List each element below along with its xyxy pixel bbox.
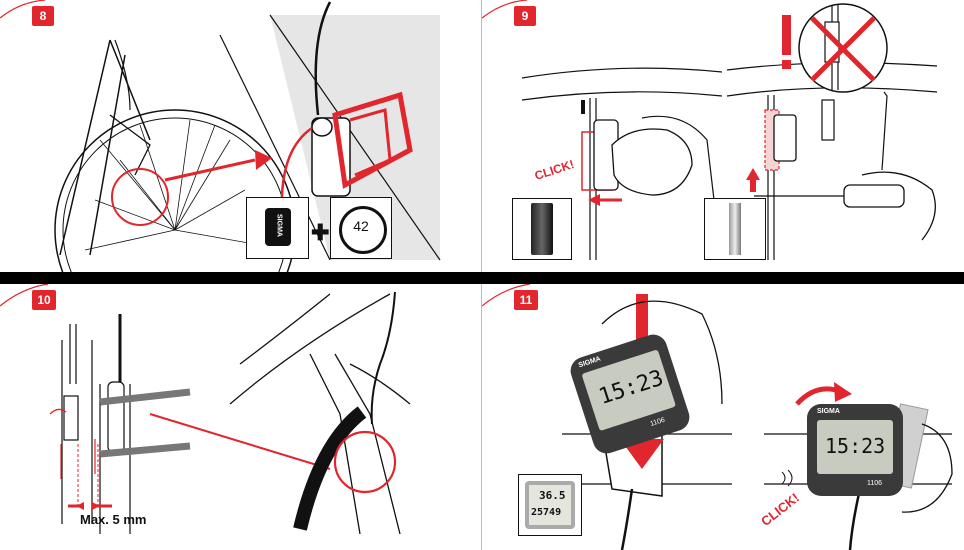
panel-divider-bottom: [481, 284, 482, 550]
magnet-image-box: 42: [330, 197, 392, 259]
sensor-logo: SIGMA: [275, 214, 283, 237]
step-number-badge: 9: [514, 6, 536, 26]
step-9-illustration: [482, 0, 938, 260]
step-8-illustration: [0, 0, 441, 272]
model-label: 1106: [649, 416, 666, 429]
display-time: 15:23: [825, 434, 886, 458]
round-spoke-icon: [531, 203, 553, 255]
sensor-image-box: SIGMA: [246, 197, 309, 259]
step-number-badge: 10: [32, 290, 56, 310]
inset-distance: 25749: [531, 507, 562, 518]
computer-brand-label: SIGMA: [817, 408, 840, 415]
sensor-icon: [265, 208, 291, 246]
step-10-illustration: [0, 284, 411, 535]
horizontal-divider: [0, 272, 964, 284]
display-time: 15:23: [595, 365, 667, 410]
spoke-round-image-box: [512, 198, 572, 260]
step-10-panel: 10 Max. 5 mm: [0, 284, 482, 550]
computer-screen: 15:23: [817, 420, 893, 474]
flat-spoke-icon: [729, 203, 741, 255]
magnet-size-label: 42: [353, 218, 369, 234]
spoke-thin-image-box: [704, 198, 766, 260]
step-8-panel: 8 SIGMA ✚ 42: [0, 0, 482, 272]
model-label: 1106: [867, 480, 883, 487]
inset-computer: 36.5 25749: [525, 481, 575, 529]
step-number-badge: 11: [514, 290, 538, 310]
inset-screen: 36.5 25749: [529, 485, 571, 525]
step-9-panel: 9 CLICK!: [482, 0, 964, 272]
step-number-badge: 8: [32, 6, 54, 26]
plus-icon: ✚: [311, 220, 330, 245]
magnet-ring-icon: [339, 206, 387, 254]
display-inset-box: 36.5 25749: [518, 474, 582, 536]
bike-computer-mounted: SIGMA 15:23 1106: [807, 404, 903, 496]
step-11-panel: 11 SIGMA 15:23 1106 SIGMA 15:23 1106 CLI…: [482, 284, 964, 550]
inset-speed: 36.5: [539, 489, 566, 502]
computer-brand-label: SIGMA: [577, 355, 602, 370]
max-distance-label: Max. 5 mm: [80, 512, 147, 527]
panel-divider-top: [481, 0, 482, 272]
